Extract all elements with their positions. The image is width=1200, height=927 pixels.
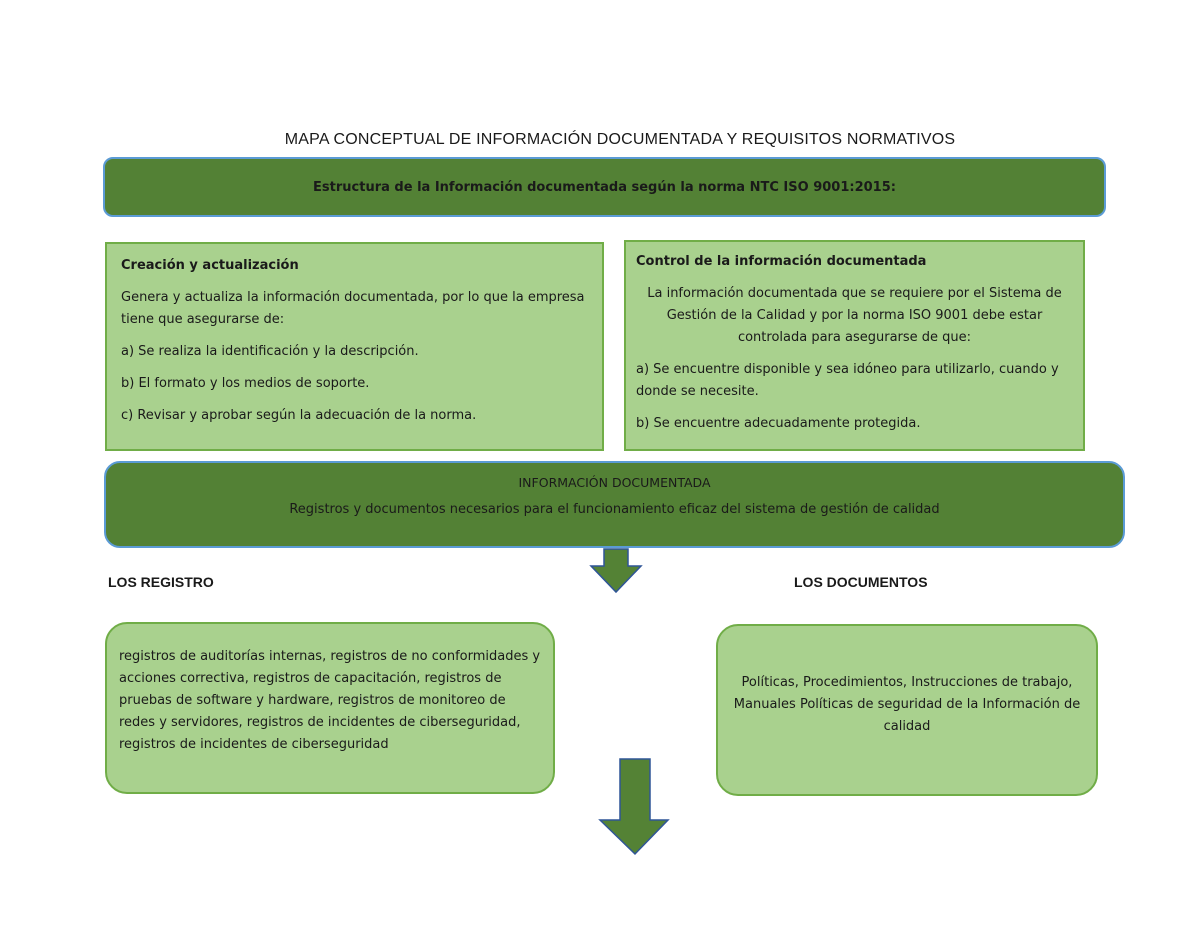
creation-box: Creación y actualización Genera y actual… bbox=[105, 242, 604, 451]
creation-heading: Creación y actualización bbox=[121, 258, 299, 273]
structure-banner-text: Estructura de la Información documentada… bbox=[313, 179, 896, 195]
control-box: Control de la información documentada La… bbox=[624, 240, 1085, 451]
info-banner: INFORMACIÓN DOCUMENTADA Registros y docu… bbox=[104, 461, 1125, 548]
arrow-down-icon bbox=[598, 758, 670, 856]
page-title: MAPA CONCEPTUAL DE INFORMACIÓN DOCUMENTA… bbox=[284, 131, 956, 148]
info-banner-heading: INFORMACIÓN DOCUMENTADA bbox=[518, 475, 711, 490]
info-banner-subtitle: Registros y documentos necesarios para e… bbox=[289, 502, 940, 517]
structure-banner: Estructura de la Información documentada… bbox=[103, 157, 1106, 217]
control-intro: La información documentada que se requie… bbox=[647, 286, 1062, 345]
registros-text: registros de auditorías internas, regist… bbox=[119, 649, 541, 752]
registros-box: registros de auditorías internas, regist… bbox=[105, 622, 555, 794]
registros-label: LOS REGISTRO bbox=[108, 574, 214, 590]
creation-item: b) El formato y los medios de soporte. bbox=[121, 376, 370, 391]
creation-item: a) Se realiza la identificación y la des… bbox=[121, 344, 419, 359]
documentos-box: Políticas, Procedimientos, Instrucciones… bbox=[716, 624, 1098, 796]
creation-item: c) Revisar y aprobar según la adecuación… bbox=[121, 408, 477, 423]
control-item: b) Se encuentre adecuadamente protegida. bbox=[636, 416, 921, 431]
control-item: a) Se encuentre disponible y sea idóneo … bbox=[636, 362, 1059, 399]
arrow-down-icon bbox=[589, 548, 643, 594]
documentos-text: Políticas, Procedimientos, Instrucciones… bbox=[733, 675, 1081, 734]
creation-intro: Genera y actualiza la información docume… bbox=[121, 290, 585, 327]
documentos-label: LOS DOCUMENTOS bbox=[794, 574, 928, 590]
control-heading: Control de la información documentada bbox=[636, 254, 927, 269]
